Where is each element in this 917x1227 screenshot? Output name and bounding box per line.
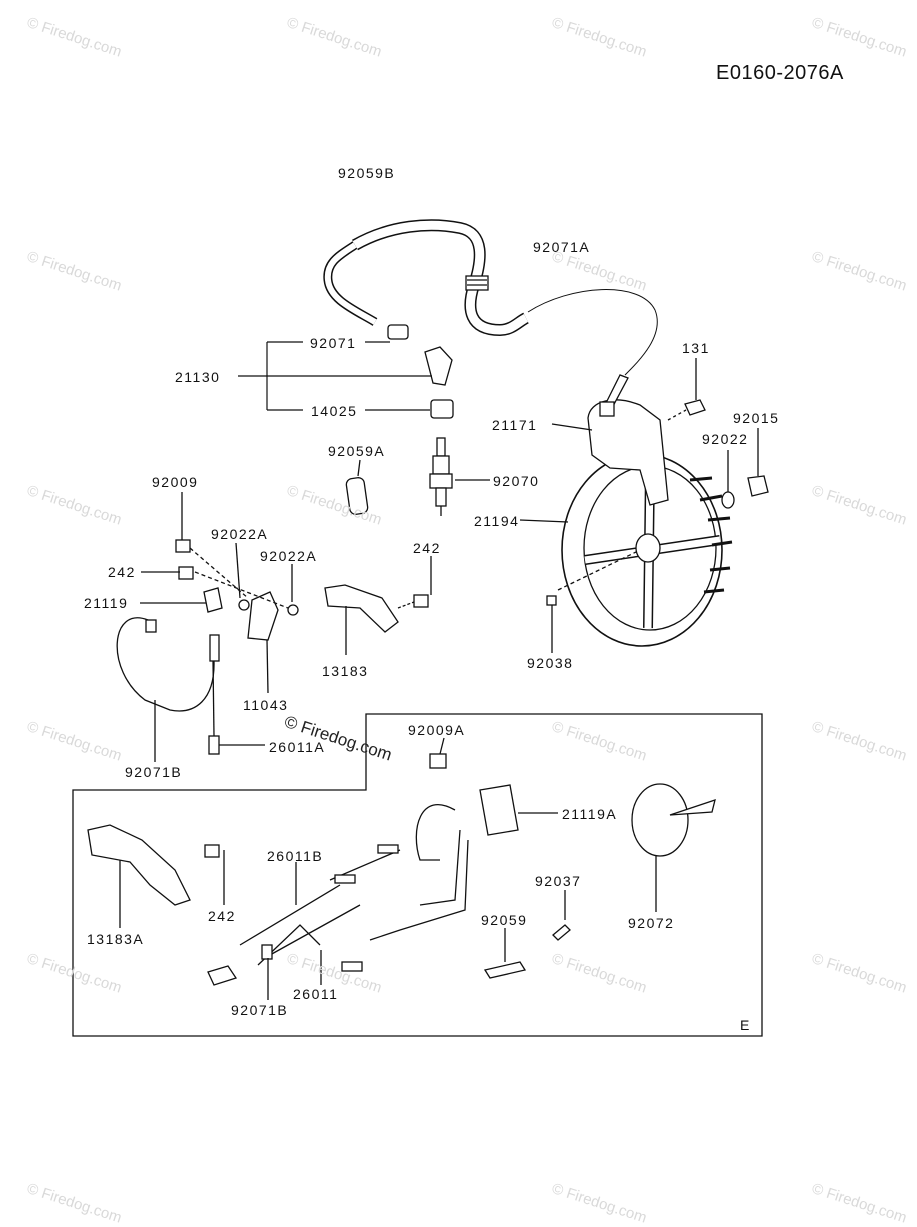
part-label-26011B[interactable]: 26011B xyxy=(267,848,324,864)
part-label-92059A[interactable]: 92059A xyxy=(328,443,386,459)
part-label-26011A[interactable]: 26011A xyxy=(269,739,326,755)
part-label-21119A[interactable]: 21119A xyxy=(562,806,618,822)
part-label-92009[interactable]: 92009 xyxy=(152,474,199,490)
part-label-13183[interactable]: 13183 xyxy=(322,663,369,679)
part-label-92022A[interactable]: 92022A xyxy=(260,548,318,564)
part-label-242[interactable]: 242 xyxy=(208,908,236,924)
part-label-26011[interactable]: 26011 xyxy=(293,986,339,1002)
part-label-21194[interactable]: 21194 xyxy=(474,513,520,529)
part-label-11043[interactable]: 11043 xyxy=(243,697,289,713)
kit-box-E xyxy=(72,713,763,1037)
part-label-14025[interactable]: 14025 xyxy=(311,403,358,419)
part-label-92059[interactable]: 92059 xyxy=(481,912,528,928)
ignition-coil-21171[interactable] xyxy=(587,374,669,506)
part-label-92009A[interactable]: 92009A xyxy=(408,722,466,738)
part-label-242[interactable]: 242 xyxy=(108,564,136,580)
part-label-92071B[interactable]: 92071B xyxy=(231,1002,289,1018)
part-label-92071B[interactable]: 92071B xyxy=(125,764,183,780)
part-label-92072[interactable]: 92072 xyxy=(628,915,675,931)
part-label-92059B[interactable]: 92059B xyxy=(338,165,396,181)
part-label-92071A[interactable]: 92071A xyxy=(533,239,591,255)
parts-diagram xyxy=(72,219,769,1037)
ignition-cable-92059B[interactable] xyxy=(323,219,529,337)
part-label-13183A[interactable]: 13183A xyxy=(87,931,145,947)
stop-switch-assembly[interactable] xyxy=(116,539,299,755)
part-label-92070[interactable]: 92070 xyxy=(493,473,540,489)
spark-plug-92070[interactable] xyxy=(429,437,453,516)
part-label-92038[interactable]: 92038 xyxy=(527,655,574,671)
part-label-92022[interactable]: 92022 xyxy=(702,431,749,447)
switch-13183[interactable] xyxy=(324,584,429,633)
part-label-242[interactable]: 242 xyxy=(413,540,441,556)
tube-92059A[interactable] xyxy=(345,477,369,515)
diagram-id: E0160-2076A xyxy=(716,62,844,84)
part-label-92037[interactable]: 92037 xyxy=(535,873,582,889)
kit-box-letter: E xyxy=(740,1017,750,1033)
part-label-92022A[interactable]: 92022A xyxy=(211,526,269,542)
kit-contents[interactable] xyxy=(87,753,716,986)
part-label-92071[interactable]: 92071 xyxy=(310,335,357,351)
part-label-21130[interactable]: 21130 xyxy=(175,369,221,385)
part-label-21171[interactable]: 21171 xyxy=(492,417,538,433)
part-label-21119[interactable]: 21119 xyxy=(84,595,129,611)
part-label-92015[interactable]: 92015 xyxy=(733,410,780,426)
plug-cap-parts[interactable] xyxy=(387,324,454,419)
part-label-131[interactable]: 131 xyxy=(682,340,710,356)
fasteners-right[interactable] xyxy=(684,399,769,509)
